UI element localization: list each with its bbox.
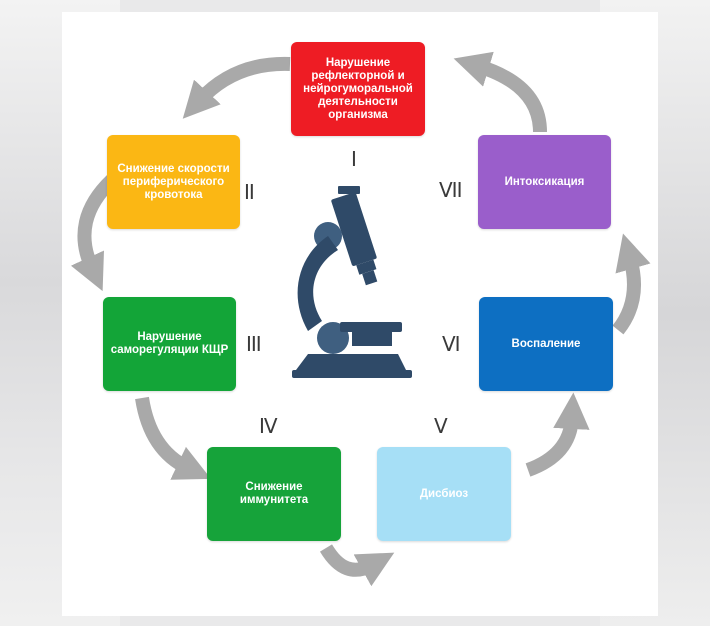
arrow-iv-to-v bbox=[319, 544, 395, 587]
stage-box-iii: Нарушение саморегуляции КЩР bbox=[103, 297, 236, 391]
stage-box-v: Дисбиоз bbox=[377, 447, 511, 541]
numeral-iv: IV bbox=[259, 414, 278, 438]
arrow-iii-to-iv bbox=[135, 396, 212, 480]
arrow-vi-to-vii bbox=[612, 233, 651, 335]
numeral-i: I bbox=[351, 147, 357, 171]
stage-box-vii: Интоксикация bbox=[478, 135, 611, 229]
numeral-vi: VI bbox=[442, 332, 461, 356]
numeral-ii: II bbox=[244, 180, 255, 204]
stage-box-i: Нарушение рефлекторной и нейрогуморально… bbox=[291, 42, 425, 136]
stage-box-vi: Воспаление bbox=[479, 297, 613, 391]
stage-label-vi: Воспаление bbox=[511, 337, 581, 350]
stage-box-ii: Снижение скорости периферического кровот… bbox=[107, 135, 240, 229]
arrow-i-to-ii bbox=[182, 56, 291, 119]
stage-label-v: Дисбиоз bbox=[419, 487, 469, 500]
numeral-vii: VII bbox=[439, 178, 463, 202]
arrow-v-to-vi bbox=[525, 392, 590, 477]
stage-label-ii: Снижение скорости периферического кровот… bbox=[117, 162, 230, 201]
arrow-ii-to-iii bbox=[70, 174, 117, 292]
numeral-v: V bbox=[434, 414, 448, 438]
stage-label-iv: Снижение иммунитета bbox=[239, 481, 309, 506]
stage-box-iv: Снижение иммунитета bbox=[207, 447, 341, 541]
stage-label-vii: Интоксикация bbox=[504, 175, 585, 188]
microscope-icon bbox=[292, 186, 412, 378]
stage-label-iii: Нарушение саморегуляции КЩР bbox=[110, 331, 229, 356]
arrow-vii-to-i bbox=[453, 51, 547, 133]
stage-label-i: Нарушение рефлекторной и нейрогуморально… bbox=[303, 56, 413, 121]
numeral-iii: III bbox=[246, 332, 262, 356]
